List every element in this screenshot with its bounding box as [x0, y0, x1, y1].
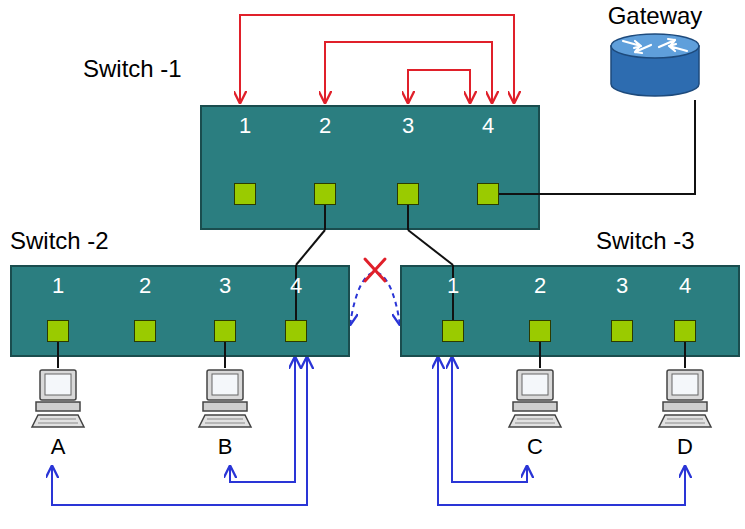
- port-number: 2: [125, 273, 165, 298]
- port-number: 4: [665, 273, 705, 298]
- network-switch: Switch -21234: [10, 265, 350, 357]
- port-number: 3: [388, 113, 428, 138]
- port-square: [314, 183, 336, 205]
- port-cable: [224, 342, 226, 357]
- port-number: 2: [305, 113, 345, 138]
- port-square: [214, 320, 236, 342]
- loop-arrow: [240, 15, 514, 103]
- computer: B: [195, 368, 255, 466]
- port-number: 3: [205, 273, 245, 298]
- network-cable: [224, 357, 226, 368]
- network-switch: Switch -11234: [200, 105, 540, 230]
- computer-label: A: [51, 434, 66, 459]
- port-square: [397, 183, 419, 205]
- computer-icon: [505, 368, 565, 430]
- port-square: [674, 320, 696, 342]
- port-square: [47, 320, 69, 342]
- computer-label: D: [677, 434, 693, 459]
- network-cable: [57, 357, 59, 368]
- computer-icon: [655, 368, 715, 430]
- computer-label: B: [218, 434, 233, 459]
- port-cable: [499, 193, 540, 195]
- port-square: [611, 320, 633, 342]
- computer-label: C: [527, 434, 543, 459]
- port-cable: [324, 205, 326, 230]
- switch-name: Switch -2: [10, 227, 109, 255]
- network-cable: [408, 230, 453, 265]
- port-number: 1: [225, 113, 265, 138]
- port-number: 2: [520, 273, 560, 298]
- port-number: 4: [276, 273, 316, 298]
- computer: D: [655, 368, 715, 466]
- network-cable: [539, 357, 541, 368]
- network-cable: [296, 230, 325, 265]
- computer: C: [505, 368, 565, 466]
- port-square: [285, 320, 307, 342]
- computer-icon: [195, 368, 255, 430]
- gateway-router: Gateway: [595, 2, 715, 100]
- gateway-name: Gateway: [608, 2, 703, 30]
- port-square: [442, 320, 464, 342]
- port-square: [529, 320, 551, 342]
- loop-arrow: [408, 70, 470, 103]
- computer-icon: [28, 368, 88, 430]
- router-icon: [595, 32, 715, 100]
- network-cable: [684, 357, 686, 368]
- port-cable: [684, 342, 686, 357]
- blocked-mark: [365, 259, 385, 281]
- port-number: 4: [468, 113, 508, 138]
- switch-name: Switch -1: [83, 55, 182, 83]
- port-number: 1: [38, 273, 78, 298]
- port-square: [477, 183, 499, 205]
- port-square: [134, 320, 156, 342]
- port-cable: [57, 342, 59, 357]
- network-cable: [540, 100, 695, 194]
- port-number: 3: [602, 273, 642, 298]
- traffic-arrow: [438, 357, 685, 505]
- computer: A: [28, 368, 88, 466]
- port-cable: [539, 342, 541, 357]
- loop-arrow: [325, 42, 492, 103]
- port-number: 1: [433, 273, 473, 298]
- port-cable: [407, 205, 409, 230]
- port-square: [234, 183, 256, 205]
- switch-name: Switch -3: [596, 227, 695, 255]
- traffic-arrow: [350, 273, 400, 326]
- traffic-arrow: [52, 357, 307, 505]
- network-switch: Switch -31234: [400, 265, 740, 357]
